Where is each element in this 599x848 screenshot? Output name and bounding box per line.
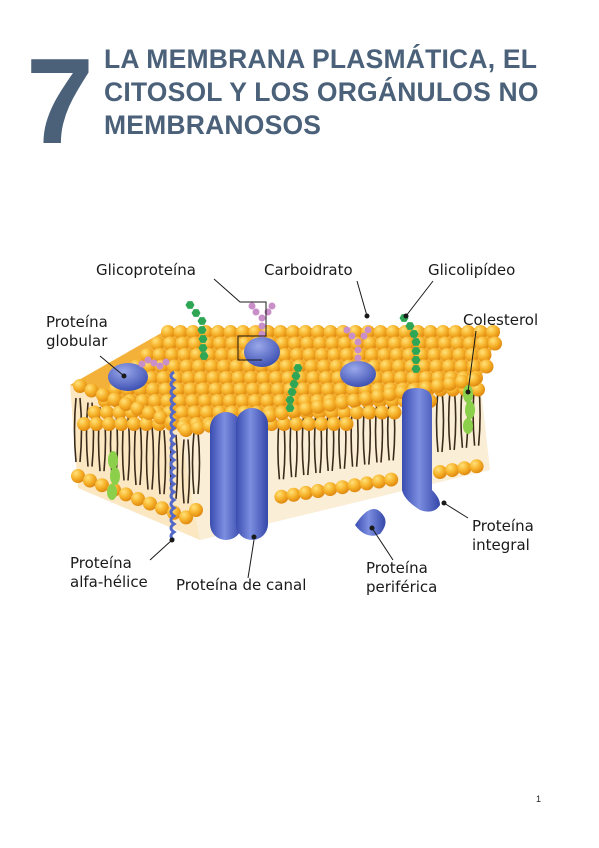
leader-dots xyxy=(121,313,471,543)
page-number: 1 xyxy=(536,794,542,804)
alpha-helix-protein xyxy=(169,370,177,542)
label-proteina-de-canal: Proteína de canal xyxy=(176,576,307,594)
chapter-number: 7 xyxy=(26,33,94,169)
cholesterol-molecule-left xyxy=(107,451,120,500)
label-colesterol: Colesterol xyxy=(463,311,539,329)
label-glicolipideo: Glicolipídeo xyxy=(428,261,516,279)
label-proteina-alfa-helice: Proteína alfa-hélice xyxy=(70,554,148,591)
integral-protein xyxy=(402,388,440,512)
label-glicoproteina: Glicoproteína xyxy=(96,261,196,279)
carbohydrate-chain-globular xyxy=(138,356,170,370)
chapter-title-line-1: LA MEMBRANA PLASMÁTICA, EL xyxy=(104,44,538,74)
label-proteina-integral: Proteína integral xyxy=(472,517,534,554)
carbohydrate-chain xyxy=(343,326,372,362)
leader-lines xyxy=(99,278,477,579)
chapter-title-line-3: MEMBRANOSOS xyxy=(104,110,322,140)
label-carboidrato: Carboidrato xyxy=(264,261,353,279)
peripheral-protein xyxy=(355,509,386,536)
carbohydrate-chain-glycoprotein xyxy=(248,302,276,338)
glycoprotein-body xyxy=(244,337,280,367)
chapter-title: LA MEMBRANA PLASMÁTICA, EL CITOSOL Y LOS… xyxy=(104,43,584,142)
channel-protein xyxy=(210,408,268,540)
globular-protein xyxy=(108,363,148,391)
glycolipid-chains xyxy=(185,301,421,412)
label-proteina-globular: Proteína globular xyxy=(46,313,108,350)
label-proteina-periferica: Proteína periférica xyxy=(366,559,438,596)
carbohydrate-protein-body xyxy=(340,361,376,387)
chapter-title-line-2: CITOSOL Y LOS ORGÁNULOS NO xyxy=(104,77,539,107)
